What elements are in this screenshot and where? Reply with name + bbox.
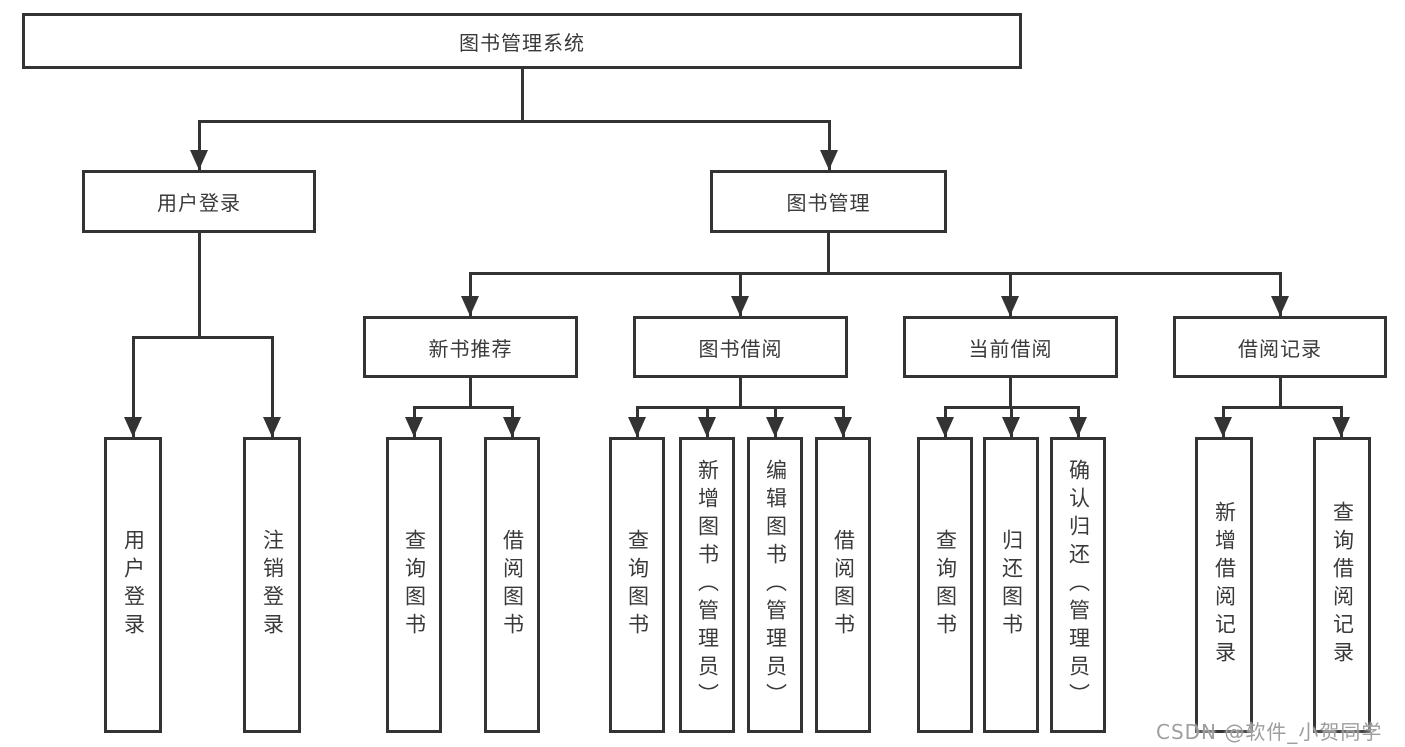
node-leaf-user-login: 用户登录 (104, 437, 162, 733)
node-new-book-recommendation: 新书推荐 (363, 316, 578, 378)
node-leaf-add-borrow-record: 新增借阅记录 (1195, 437, 1253, 733)
arrow-head-icon (820, 150, 838, 170)
watermark: CSDN @软件_小贺同学 (1156, 720, 1383, 744)
arrow-head-icon (731, 296, 749, 316)
node-book-borrowing: 图书借阅 (633, 316, 848, 378)
node-leaf-edit-book-admin: 编辑图书（管理员） (747, 437, 803, 733)
connector-line (828, 120, 831, 170)
leaf-label: 查询借阅记录 (1330, 501, 1355, 669)
arrow-head-icon (405, 417, 423, 437)
arrow-head-icon (628, 417, 646, 437)
node-leaf-borrow-books-1: 借阅图书 (484, 437, 540, 733)
leaf-label: 新增借阅记录 (1212, 501, 1237, 669)
arrow-head-icon (936, 417, 954, 437)
connector-line (413, 406, 514, 409)
arrow-head-icon (834, 417, 852, 437)
arrow-head-icon (1002, 417, 1020, 437)
arrow-head-icon (1069, 417, 1087, 437)
node-leaf-query-books-1: 查询图书 (386, 437, 442, 733)
arrow-head-icon (124, 417, 142, 437)
connector-line (469, 272, 472, 316)
arrow-head-icon (190, 150, 208, 170)
node-user-login: 用户登录 (82, 170, 316, 233)
connector-line (827, 233, 830, 274)
connector-line (198, 120, 201, 170)
arrow-head-icon (461, 296, 479, 316)
leaf-label: 归还图书 (999, 529, 1024, 641)
node-leaf-borrow-books-2: 借阅图书 (815, 437, 871, 733)
arrow-head-icon (1214, 417, 1232, 437)
leaf-label: 查询图书 (933, 529, 958, 641)
connector-line (739, 272, 742, 316)
node-book-management: 图书管理 (710, 170, 947, 233)
arrow-head-icon (1332, 417, 1350, 437)
connector-line (636, 406, 845, 409)
node-leaf-add-book-admin: 新增图书（管理员） (679, 437, 735, 733)
node-library-management-system: 图书管理系统 (22, 13, 1022, 69)
connector-line (1279, 378, 1282, 408)
connector-line (1009, 378, 1012, 408)
leaf-label: 用户登录 (121, 529, 146, 641)
leaf-label: 确认归还（管理员） (1066, 459, 1091, 711)
node-current-borrowing: 当前借阅 (903, 316, 1118, 378)
node-leaf-query-books-3: 查询图书 (917, 437, 973, 733)
node-leaf-logout: 注销登录 (243, 437, 301, 733)
connector-line (198, 233, 201, 338)
node-leaf-confirm-return-admin: 确认归还（管理员） (1050, 437, 1106, 733)
leaf-label: 注销登录 (260, 529, 285, 641)
leaf-label: 编辑图书（管理员） (763, 459, 788, 711)
leaf-label: 查询图书 (402, 529, 427, 641)
connector-line (469, 378, 472, 408)
connector-line (521, 68, 524, 122)
node-leaf-query-borrow-record: 查询借阅记录 (1313, 437, 1371, 733)
node-borrowing-records: 借阅记录 (1173, 316, 1387, 378)
connector-line (271, 336, 274, 437)
connector-line (1222, 406, 1343, 409)
connector-line (198, 120, 831, 123)
arrow-head-icon (1271, 296, 1289, 316)
connector-line (1009, 272, 1012, 316)
arrow-head-icon (766, 417, 784, 437)
connector-line (132, 336, 274, 339)
connector-line (469, 272, 1282, 275)
node-leaf-return-book: 归还图书 (983, 437, 1039, 733)
connector-line (132, 336, 135, 437)
arrow-head-icon (1001, 296, 1019, 316)
arrow-head-icon (503, 417, 521, 437)
connector-line (739, 378, 742, 408)
arrow-head-icon (263, 417, 281, 437)
leaf-label: 借阅图书 (500, 529, 525, 641)
leaf-label: 借阅图书 (831, 529, 856, 641)
leaf-label: 新增图书（管理员） (695, 459, 720, 711)
node-leaf-query-books-2: 查询图书 (609, 437, 665, 733)
connector-line (1279, 272, 1282, 316)
arrow-head-icon (698, 417, 716, 437)
leaf-label: 查询图书 (625, 529, 650, 641)
